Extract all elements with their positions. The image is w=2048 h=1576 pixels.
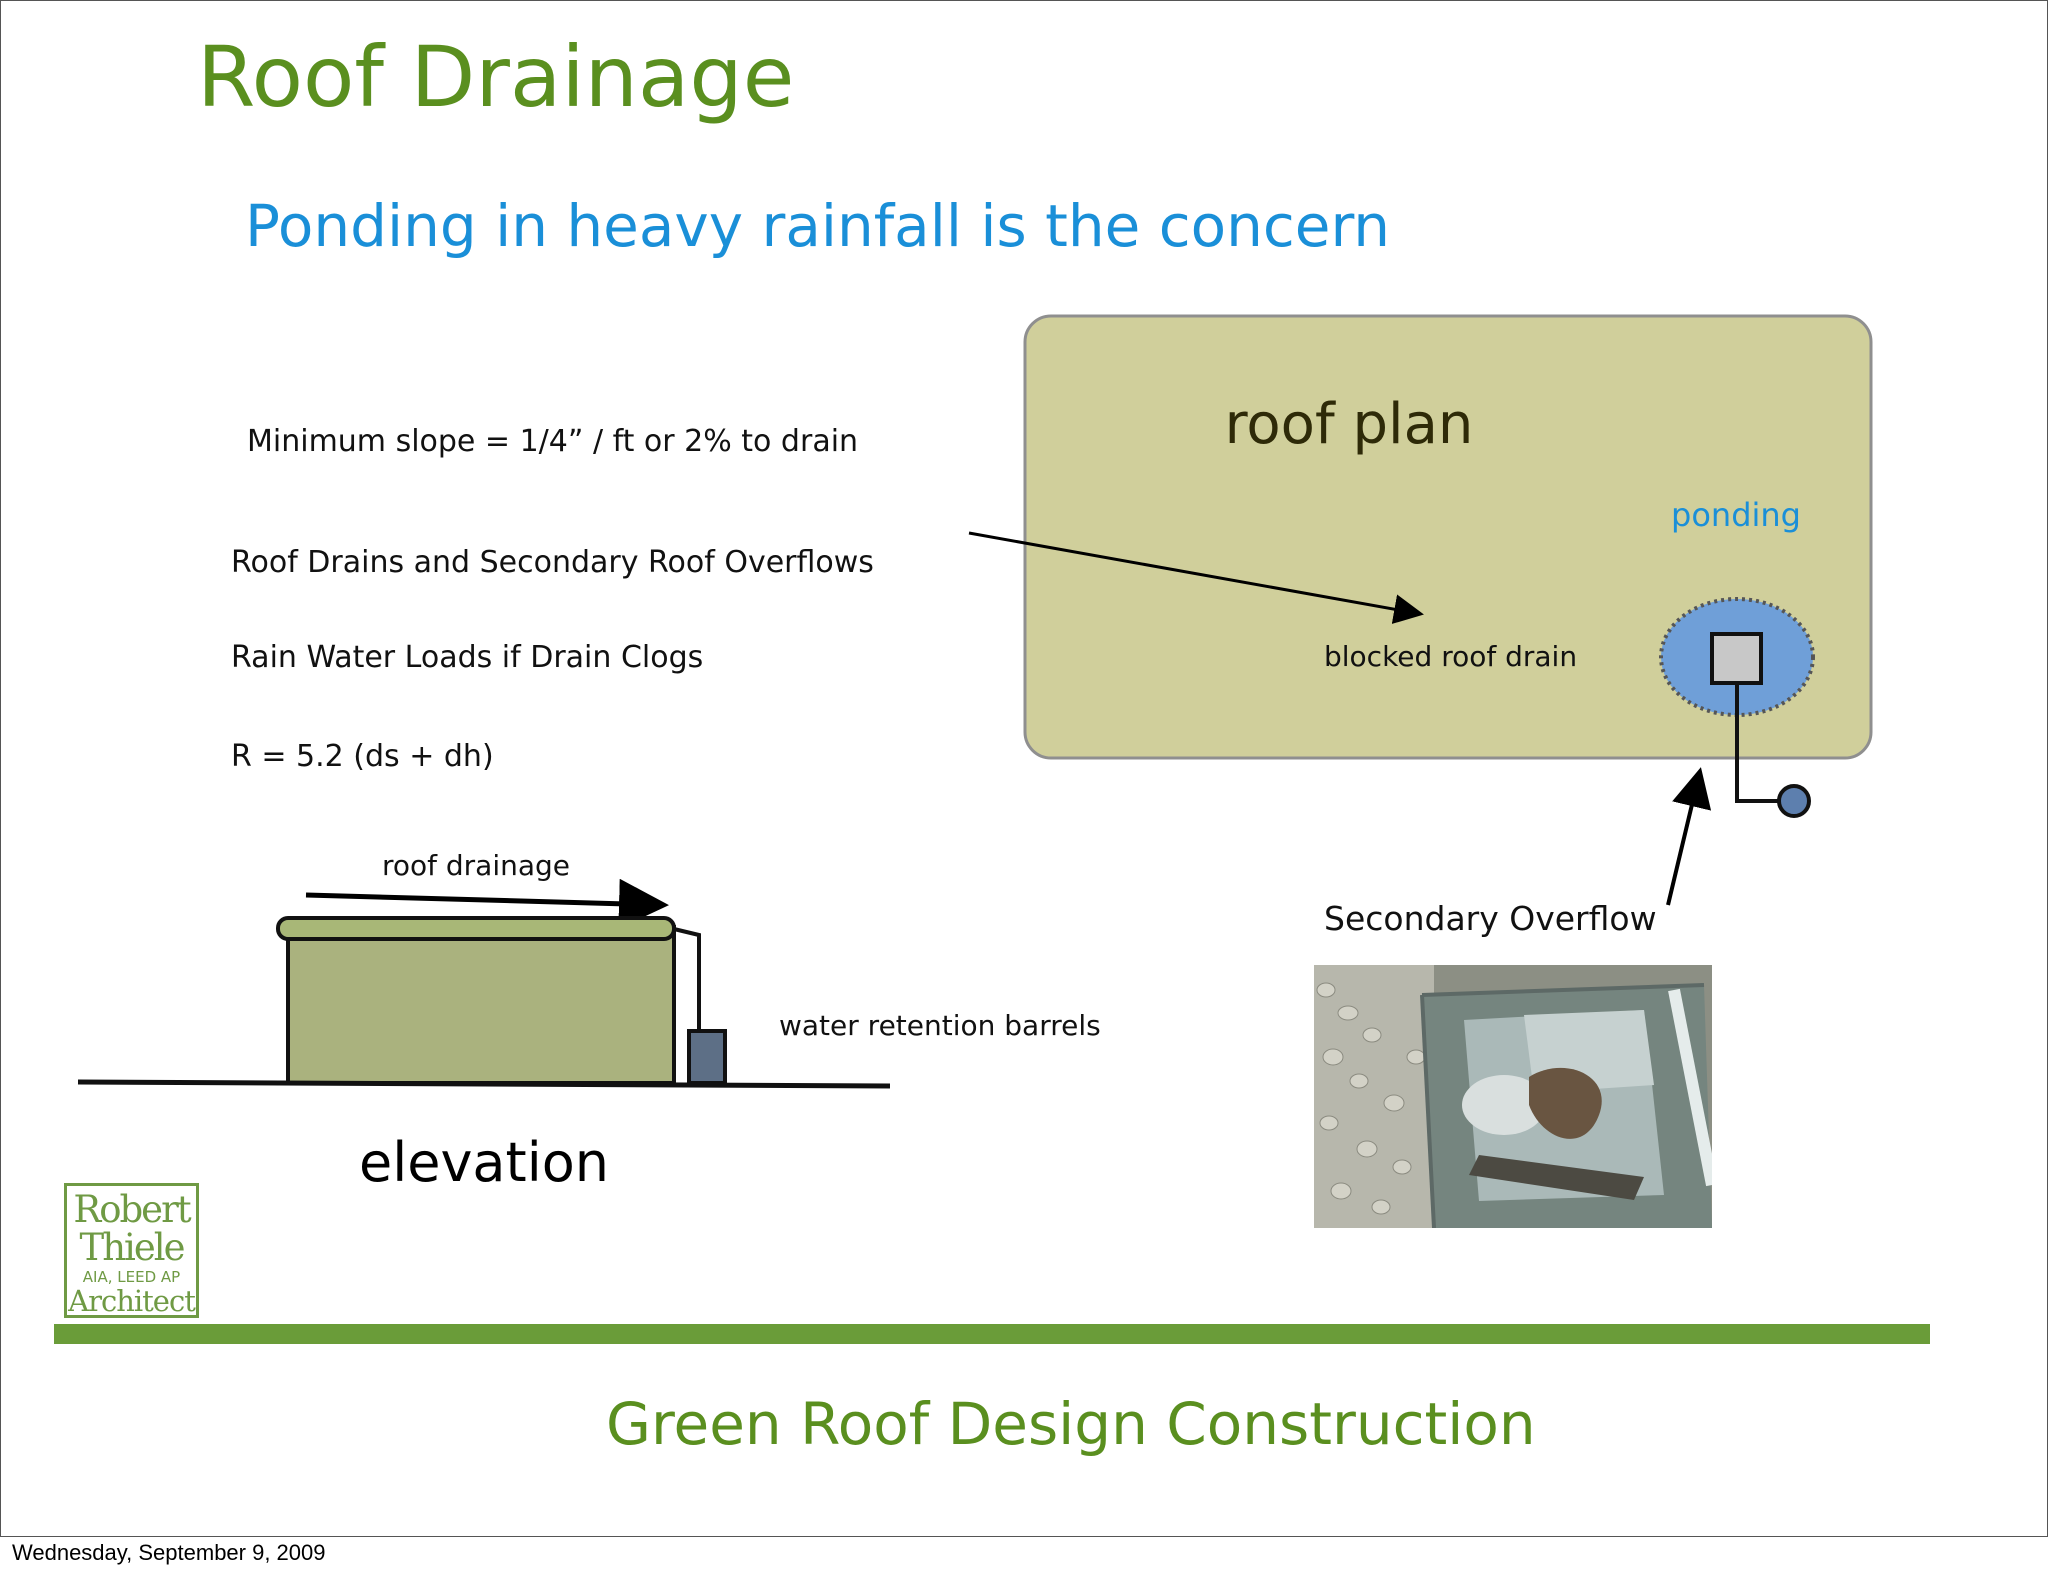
elevation-label: elevation (359, 1131, 609, 1194)
roof-drainage-arrow (305, 878, 669, 929)
slide-title: Roof Drainage (197, 28, 795, 126)
point-minimum-slope: Minimum slope = 1/4” / ft or 2% to drain (247, 424, 859, 459)
secondary-overflow-photo (1314, 965, 1712, 1228)
building-elevation (286, 925, 676, 1085)
point-formula: R = 5.2 (ds + dh) (231, 739, 494, 774)
downspout (673, 927, 701, 1031)
roof-diagram: roof plan ponding blocked roof drain Sec… (77, 314, 1873, 1194)
point-rain-water-loads: Rain Water Loads if Drain Clogs (231, 640, 704, 675)
water-retention-label: water retention barrels (779, 1009, 1101, 1042)
blocked-drain-label: blocked roof drain (1324, 640, 1577, 673)
ponding-label: ponding (1671, 496, 1801, 534)
retention-barrel (687, 1029, 727, 1085)
architect-logo: Robert Thiele AIA, LEED AP Architect (64, 1183, 199, 1318)
roof-drain-square (1710, 632, 1763, 685)
ground-line (77, 1079, 891, 1089)
roof-plan-area (1023, 314, 1873, 760)
roof-plan-label: roof plan (1225, 392, 1474, 457)
footer-title: Green Roof Design Construction (606, 1390, 1536, 1458)
logo-line-robert: Robert (73, 1188, 191, 1231)
blocked-drain-arrow (968, 531, 1424, 625)
logo-line-thiele: Thiele (79, 1226, 186, 1269)
slide: Roof Drainage Ponding in heavy rainfall … (0, 0, 2048, 1537)
secondary-overflow-arrow (1666, 767, 1712, 906)
slide-subtitle: Ponding in heavy rainfall is the concern (245, 192, 1391, 260)
green-divider-bar (54, 1324, 1930, 1344)
logo-line-credentials: AIA, LEED AP (82, 1268, 181, 1286)
drain-pipe (1735, 683, 1779, 803)
secondary-overflow-label: Secondary Overflow (1324, 899, 1657, 938)
point-roof-drains: Roof Drains and Secondary Roof Overflows (231, 545, 874, 580)
overflow-outlet (1777, 784, 1811, 818)
roof-slab (276, 916, 676, 941)
roof-drainage-label: roof drainage (382, 849, 570, 882)
logo-line-architect: Architect (68, 1284, 196, 1318)
date-footer: Wednesday, September 9, 2009 (12, 1540, 326, 1565)
